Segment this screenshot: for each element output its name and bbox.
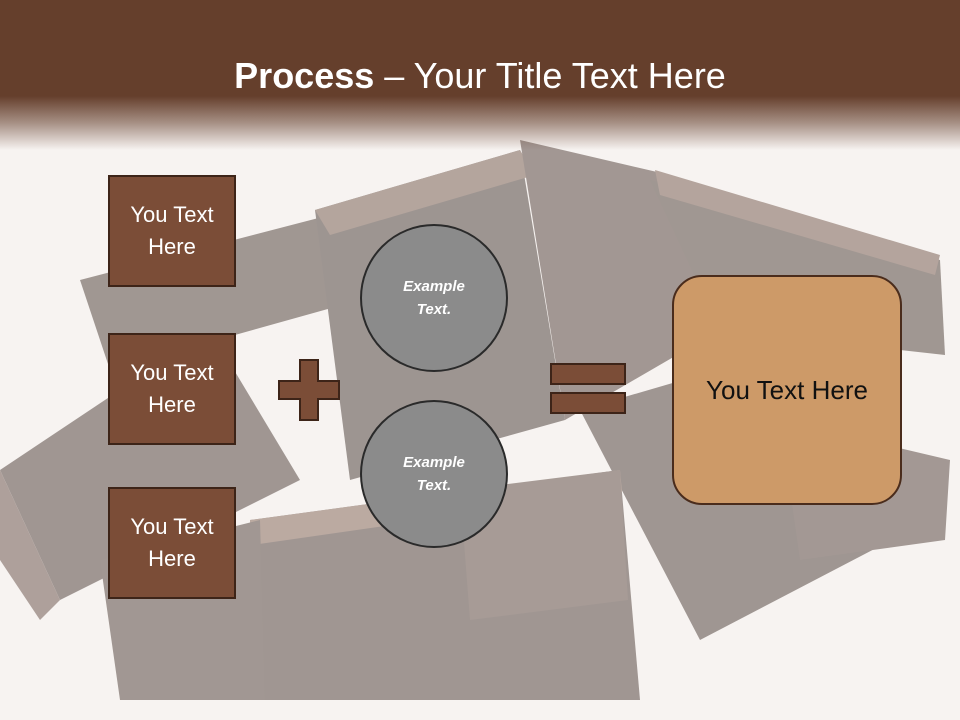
equals-top-bar	[550, 363, 626, 385]
input-box-label: You Text Here	[130, 514, 214, 571]
equals-bottom-bar	[550, 392, 626, 414]
slide-title: Process – Your Title Text Here	[0, 54, 960, 98]
header-band	[0, 0, 960, 150]
input-box-label: You Text Here	[130, 202, 214, 259]
title-rest: – Your Title Text Here	[374, 55, 726, 96]
plus-icon	[278, 359, 340, 421]
circle-label: Example Text.	[403, 454, 465, 494]
input-box-2: You Text Here	[108, 333, 236, 445]
example-circle-2: Example Text.	[360, 400, 508, 548]
title-bold: Process	[234, 55, 375, 96]
result-box: You Text Here	[672, 275, 902, 505]
example-circle-1: Example Text.	[360, 224, 508, 372]
input-box-1: You Text Here	[108, 175, 236, 287]
input-box-3: You Text Here	[108, 487, 236, 599]
result-label: You Text Here	[706, 375, 868, 405]
input-box-label: You Text Here	[130, 360, 214, 417]
circle-label: Example Text.	[403, 278, 465, 318]
